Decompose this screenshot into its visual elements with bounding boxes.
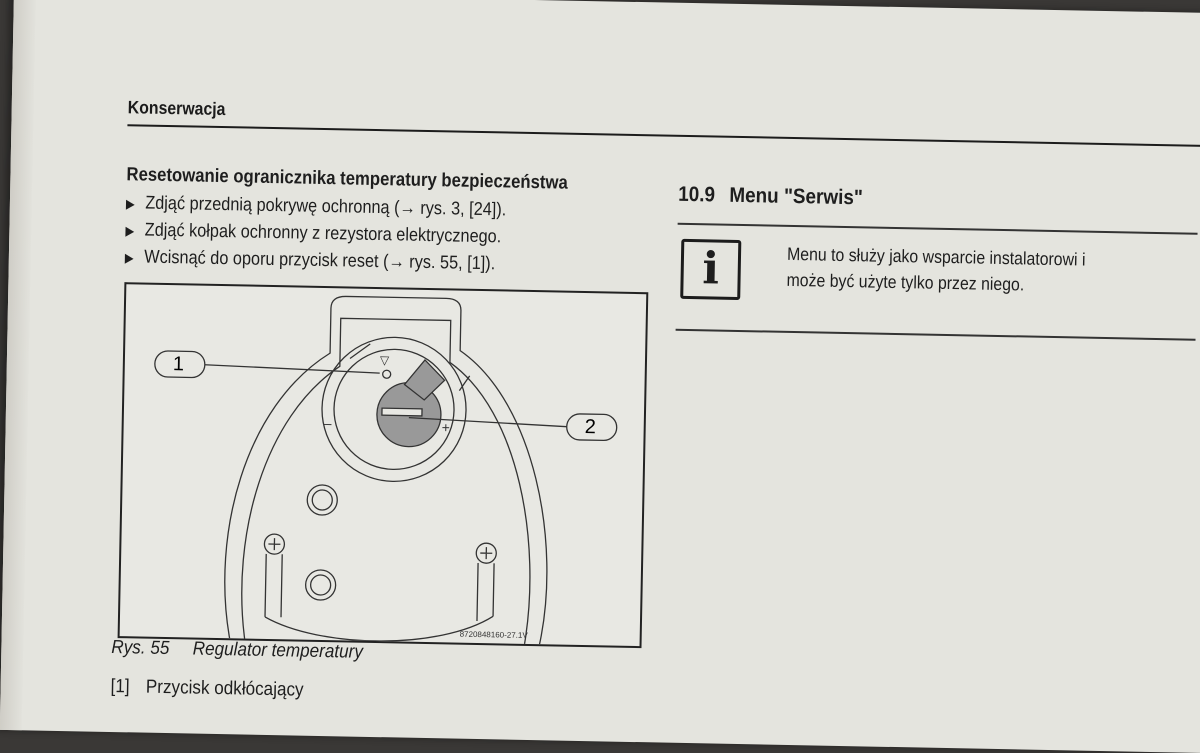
- page-header: Konserwacja: [127, 97, 226, 120]
- svg-text:+: +: [442, 419, 450, 435]
- svg-text:–: –: [324, 415, 332, 431]
- step: ▶Wcisnąć do oporu przycisk reset (→ rys.…: [124, 245, 496, 274]
- page-edge: [0, 0, 36, 731]
- figure-code: 8720848160-27.1V: [459, 629, 528, 640]
- info-icon: i: [680, 238, 742, 300]
- triangle-right-icon: ▶: [125, 223, 135, 239]
- triangle-right-icon: ▶: [125, 196, 135, 212]
- figure-temperature-regulator: ▽ – + 1 2 8720848160-27.1V: [117, 282, 649, 649]
- regulator-drawing: ▽ – +: [154, 295, 618, 645]
- header-rule: [127, 124, 1200, 148]
- legend-item: [1]Przycisk odkłócający: [110, 675, 304, 701]
- subheading: Resetowanie ogranicznika temperatury bez…: [126, 164, 568, 194]
- step: ▶Zdjąć przednią pokrywę ochronną (→ rys.…: [125, 191, 507, 220]
- triangle-right-icon: ▶: [124, 250, 134, 266]
- divider: [675, 328, 1196, 341]
- callout-2: 2: [584, 416, 597, 439]
- info-note: Menu to służy jako wsparcie instalatorow…: [786, 243, 1086, 295]
- callout-1: 1: [172, 353, 185, 376]
- svg-text:▽: ▽: [380, 353, 390, 367]
- step: ▶Zdjąć kołpak ochronny z rezystora elekt…: [125, 218, 502, 247]
- left-column: Resetowanie ogranicznika temperatury bez…: [125, 164, 647, 277]
- divider: [677, 222, 1198, 235]
